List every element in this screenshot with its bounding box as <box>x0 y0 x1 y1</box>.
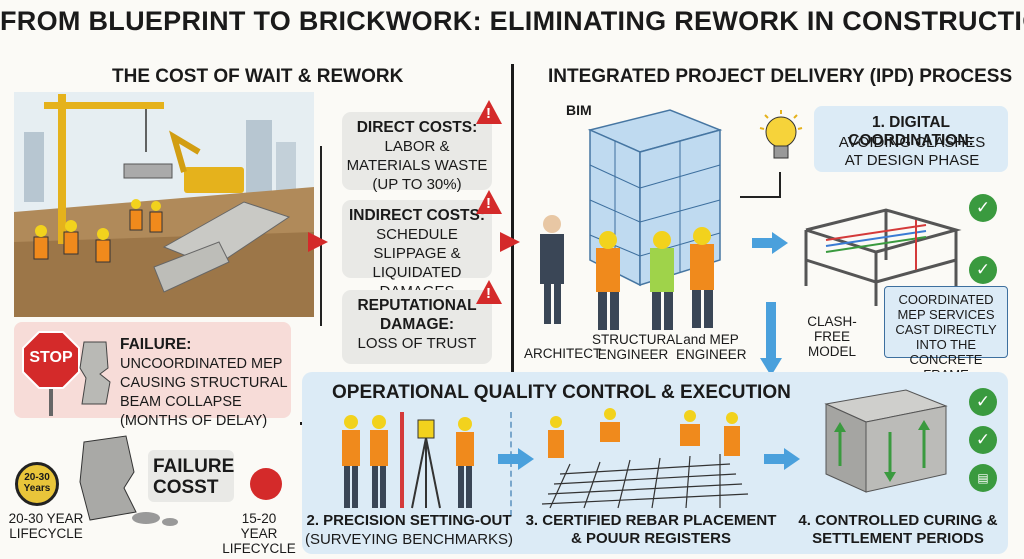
step2-subtext: (SURVEYING BENCHMARKS) <box>304 531 514 548</box>
bulb-connector <box>740 196 781 198</box>
check-icon: ✓ <box>969 388 997 416</box>
mep-note: COORDINATED MEP SERVICES CAST DIRECTLY I… <box>895 292 997 382</box>
reputational-costs-body: LOSS OF TRUST <box>357 335 477 352</box>
indirect-costs-heading: INDIRECT COSTS: <box>348 207 486 224</box>
cracked-column-icon <box>79 341 111 405</box>
arrow-right-blue <box>752 238 772 248</box>
warning-icon: ! <box>476 280 502 304</box>
ops-arrow <box>498 454 518 464</box>
check-icon: ✓ <box>969 256 997 284</box>
crumbling-column-icon <box>79 435 178 526</box>
reputational-costs-heading: REPUTATIONAL DAMAGE: <box>357 297 477 333</box>
warning-icon: ! <box>476 190 502 214</box>
stopwatch-text: 20-30 Years <box>23 472 51 494</box>
bim-label: BIM <box>566 102 592 118</box>
surveyors-illustration <box>342 412 474 509</box>
stop-sign-label: STOP <box>29 349 73 366</box>
arrow-out-of-costs <box>500 232 520 252</box>
role-mep-engineer: and MEP ENGINEER <box>676 332 747 362</box>
arrow-right-blue-head <box>772 232 788 254</box>
indirect-costs-box: INDIRECT COSTS: SCHEDULE SLIPPAGE & LIQU… <box>342 200 492 300</box>
collapse-site-illustration <box>14 92 314 317</box>
alert-icon <box>250 468 282 500</box>
stopwatch-icon <box>15 462 59 506</box>
operations-heading: OPERATIONAL QUALITY CONTROL & EXECUTION <box>332 382 791 403</box>
failure-text: FAILURE: UNCOORDINATED MEP CAUSING STRUC… <box>120 335 288 431</box>
failure-label: FAILURE: <box>120 336 192 353</box>
bulb-connector <box>779 172 781 198</box>
role-architect: ARCHITECT <box>524 346 602 361</box>
arrow-into-costs <box>308 232 328 252</box>
failure-description: UNCOORDINATED MEP CAUSING STRUCTURAL BEA… <box>120 356 288 429</box>
mep-note-box <box>884 286 1008 358</box>
indirect-costs-body: SCHEDULE SLIPPAGE & LIQUIDATED DAMAGES <box>372 226 462 300</box>
tray-icon: ▤ <box>969 464 997 492</box>
lifecycle-right-label: 15-20 YEAR LIFECYCLE <box>222 511 296 556</box>
step1-heading: 1. DIGITAL COORDINATION: <box>848 114 974 149</box>
arrow-down-blue <box>766 302 776 358</box>
warning-icon: ! <box>476 100 502 124</box>
ops-arrow-head <box>784 448 800 470</box>
stop-sign-icon <box>22 331 80 416</box>
failure-cost-box <box>148 450 234 502</box>
concrete-block-illustration <box>824 389 948 493</box>
direct-costs-heading: DIRECT COSTS: <box>356 119 478 136</box>
ops-arrow <box>764 454 784 464</box>
page-title: FROM BLUEPRINT TO BRICKWORK: ELIMINATING… <box>0 6 1024 36</box>
lifecycle-left-label: 20-30 YEAR LIFECYCLE <box>8 511 84 541</box>
lightbulb-icon <box>759 110 803 159</box>
step3-heading: 3. CERTIFIED REBAR PLACEMENT & POUUR REG… <box>525 512 777 547</box>
rework-heading: THE COST OF WAIT & REWORK <box>112 66 404 87</box>
operations-divider <box>510 412 512 516</box>
ops-arrow-head <box>518 448 534 470</box>
arrow-down-blue-head <box>760 358 782 376</box>
team-illustration <box>540 215 714 330</box>
direct-costs-body: LABOR & MATERIALS WASTE (UP TO 30%) <box>346 138 488 193</box>
rebar-illustration <box>541 408 749 509</box>
ipd-heading: INTEGRATED PROJECT DELIVERY (IPD) PROCES… <box>548 66 1013 87</box>
step4-heading: 4. CONTROLLED CURING & SETTLEMENT PERIOD… <box>798 512 998 547</box>
role-structural-engineer: STRUCTURAL ENGINEER <box>592 332 683 362</box>
reputational-costs-box: REPUTATIONAL DAMAGE: LOSS OF TRUST <box>342 290 492 364</box>
clash-free-model <box>804 208 962 306</box>
clash-free-label: CLASH-FREE MODEL <box>807 314 857 359</box>
step2-heading: 2. PRECISION SETTING-OUT <box>306 512 512 529</box>
direct-costs-box: DIRECT COSTS: LABOR & MATERIALS WASTE (U… <box>342 112 492 193</box>
failure-cost-label: FAILURE COSST <box>153 456 235 498</box>
check-icon: ✓ <box>969 426 997 454</box>
step1-body: AVOIDING CLASHES AT DESIGN PHASE <box>838 134 986 169</box>
check-icon: ✓ <box>969 194 997 222</box>
digital-coordination-box <box>814 106 1008 172</box>
